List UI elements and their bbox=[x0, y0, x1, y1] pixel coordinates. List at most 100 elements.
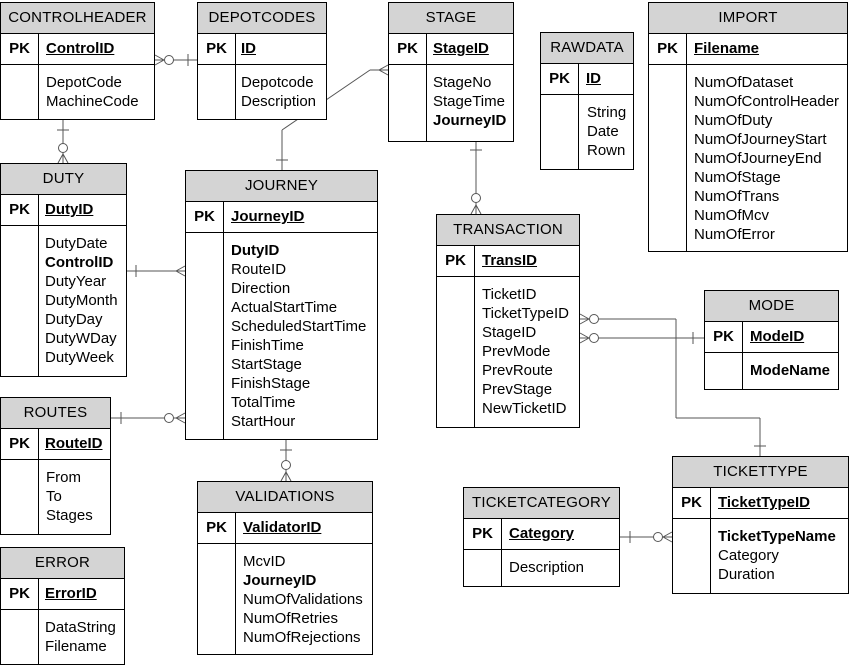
primary-key-field: ID bbox=[241, 40, 256, 57]
crows-foot-marker bbox=[175, 417, 186, 424]
attribute-field: DutyID bbox=[231, 242, 280, 259]
attribute-field: Depotcode bbox=[241, 74, 314, 91]
pk-label: PK bbox=[186, 202, 224, 232]
attribute-field: Stages bbox=[46, 507, 93, 524]
pk-label: PK bbox=[673, 488, 711, 518]
attribute-list: ModeName bbox=[750, 361, 830, 380]
zero-optional-marker bbox=[589, 333, 599, 343]
zero-optional-marker bbox=[653, 532, 663, 542]
attribute-field: Rown bbox=[587, 142, 626, 159]
crows-foot-marker bbox=[662, 536, 673, 543]
column-divider bbox=[705, 353, 743, 389]
pk-label: PK bbox=[705, 322, 743, 352]
entity-title: STAGE bbox=[389, 3, 513, 34]
crows-foot-marker bbox=[175, 412, 186, 419]
crows-foot-marker bbox=[62, 153, 69, 164]
zero-optional-marker bbox=[281, 460, 291, 470]
attribute-field: FinishTime bbox=[231, 337, 304, 354]
attribute-field: NumOfStage bbox=[694, 169, 781, 186]
pk-label: PK bbox=[437, 246, 475, 276]
attribute-field: Category bbox=[718, 547, 779, 564]
attribute-field: PrevStage bbox=[482, 381, 553, 398]
attribute-field: NumOfTrans bbox=[694, 188, 780, 205]
attribute-field: StartHour bbox=[231, 413, 296, 430]
pk-label: PK bbox=[1, 34, 39, 64]
pk-label: PK bbox=[389, 34, 427, 64]
attribute-field: DutyDate bbox=[45, 235, 108, 252]
column-divider bbox=[1, 460, 39, 534]
crows-foot-marker bbox=[579, 337, 590, 344]
primary-key-row: PK TransID bbox=[437, 246, 579, 277]
attribute-section: ModeName bbox=[705, 353, 838, 389]
crows-foot-marker bbox=[57, 153, 64, 164]
column-divider bbox=[186, 233, 224, 439]
entity-title: TRANSACTION bbox=[437, 215, 579, 246]
attribute-field: PrevRoute bbox=[482, 362, 553, 379]
pk-label: PK bbox=[464, 519, 502, 549]
primary-key-field: Category bbox=[509, 525, 575, 542]
column-divider bbox=[464, 550, 502, 586]
pk-label: PK bbox=[541, 64, 579, 94]
attribute-field: JourneyID bbox=[433, 112, 507, 129]
column-divider bbox=[673, 519, 711, 593]
attribute-field: PrevMode bbox=[482, 343, 551, 360]
primary-key-field: ID bbox=[586, 70, 601, 87]
entity-title: IMPORT bbox=[649, 3, 847, 34]
entity-title: TICKETTYPE bbox=[673, 457, 848, 488]
column-divider bbox=[198, 544, 236, 654]
entity-title: RAWDATA bbox=[541, 33, 633, 64]
attribute-field: NumOfMcv bbox=[694, 207, 769, 224]
column-divider bbox=[649, 65, 687, 251]
primary-key-row: PK ModeID bbox=[705, 322, 838, 353]
attribute-field: DepotCode bbox=[46, 74, 122, 91]
attribute-field: NumOfDuty bbox=[694, 112, 773, 129]
attribute-field: NewTicketID bbox=[482, 400, 567, 417]
attribute-field: DutyYear bbox=[45, 273, 107, 290]
entity-title: ERROR bbox=[1, 548, 124, 579]
attribute-field: NumOfJourneyStart bbox=[694, 131, 827, 148]
crows-foot-marker bbox=[154, 59, 165, 66]
pk-label: PK bbox=[1, 579, 39, 609]
attribute-field: DutyWDay bbox=[45, 330, 117, 347]
attribute-field: StageTime bbox=[433, 93, 505, 110]
primary-key-field: ModeID bbox=[750, 328, 805, 345]
attribute-field: Description bbox=[241, 93, 317, 110]
zero-optional-marker bbox=[164, 413, 174, 423]
primary-key-field: TransID bbox=[482, 252, 538, 269]
attribute-field: TicketTypeID bbox=[482, 305, 569, 322]
attribute-field: DutyDay bbox=[45, 311, 103, 328]
zero-optional-marker bbox=[164, 55, 174, 65]
attribute-field: From bbox=[46, 469, 81, 486]
attribute-field: MachineCode bbox=[46, 93, 139, 110]
attribute-field: JourneyID bbox=[243, 572, 317, 589]
attribute-field: ActualStartTime bbox=[231, 299, 338, 316]
attribute-field: TotalTime bbox=[231, 394, 296, 411]
primary-key-field: DutyID bbox=[45, 201, 94, 218]
crows-foot-marker bbox=[662, 531, 673, 538]
column-divider bbox=[198, 65, 236, 119]
attribute-field: NumOfRetries bbox=[243, 610, 339, 627]
column-divider bbox=[437, 277, 475, 427]
